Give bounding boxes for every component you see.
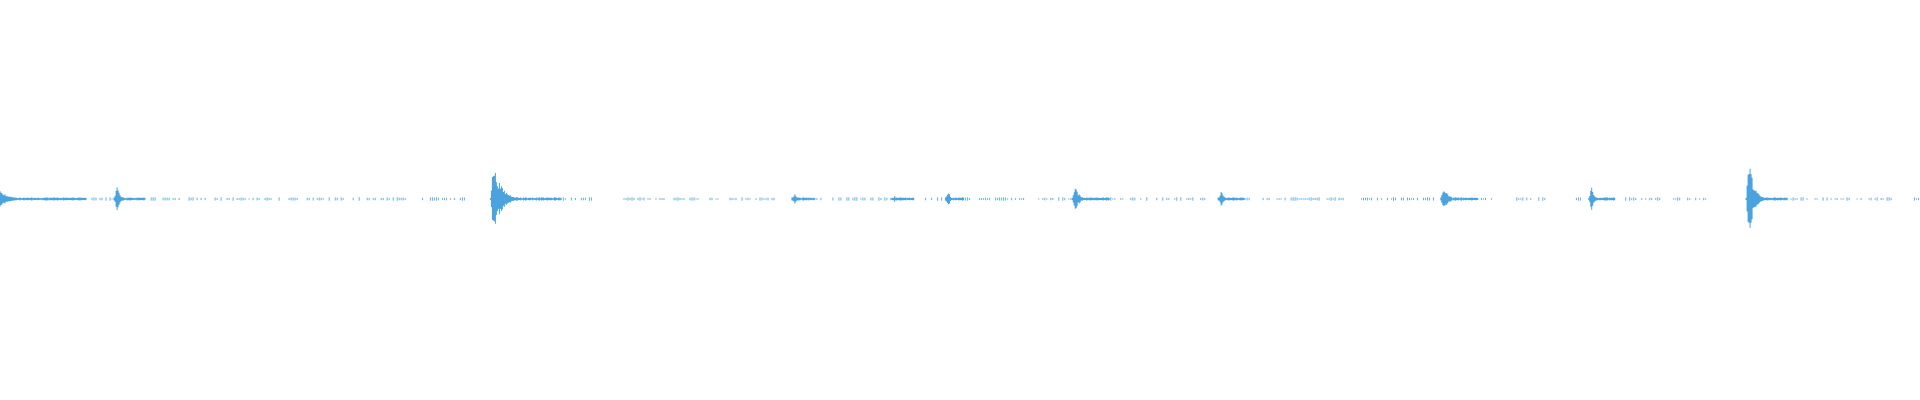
waveform-noise-segment xyxy=(925,197,1025,201)
waveform-transient xyxy=(1440,191,1479,207)
waveform-transient xyxy=(1745,168,1788,228)
waveform-transient xyxy=(113,187,146,210)
waveform-transient-layer xyxy=(0,168,1788,228)
waveform-transient xyxy=(489,173,561,224)
waveform-noise-segment xyxy=(118,197,298,201)
waveform-transient xyxy=(1217,192,1245,206)
waveform-transient xyxy=(945,193,964,205)
waveform-transient xyxy=(0,191,87,207)
waveform-transient xyxy=(891,196,915,202)
waveform-noise-segment xyxy=(306,197,406,201)
waveform-noise-segment xyxy=(1913,197,1919,201)
waveform-noise-segment xyxy=(1516,197,1546,201)
waveform-noise-segment xyxy=(421,197,465,201)
waveform-noise-segment xyxy=(623,197,775,201)
waveform-transient xyxy=(1588,187,1616,210)
waveform-noise-segment xyxy=(1575,197,1593,201)
waveform-transient xyxy=(1071,188,1110,209)
waveform-noise-segment xyxy=(1038,197,1206,201)
waveform-transient xyxy=(791,194,815,204)
